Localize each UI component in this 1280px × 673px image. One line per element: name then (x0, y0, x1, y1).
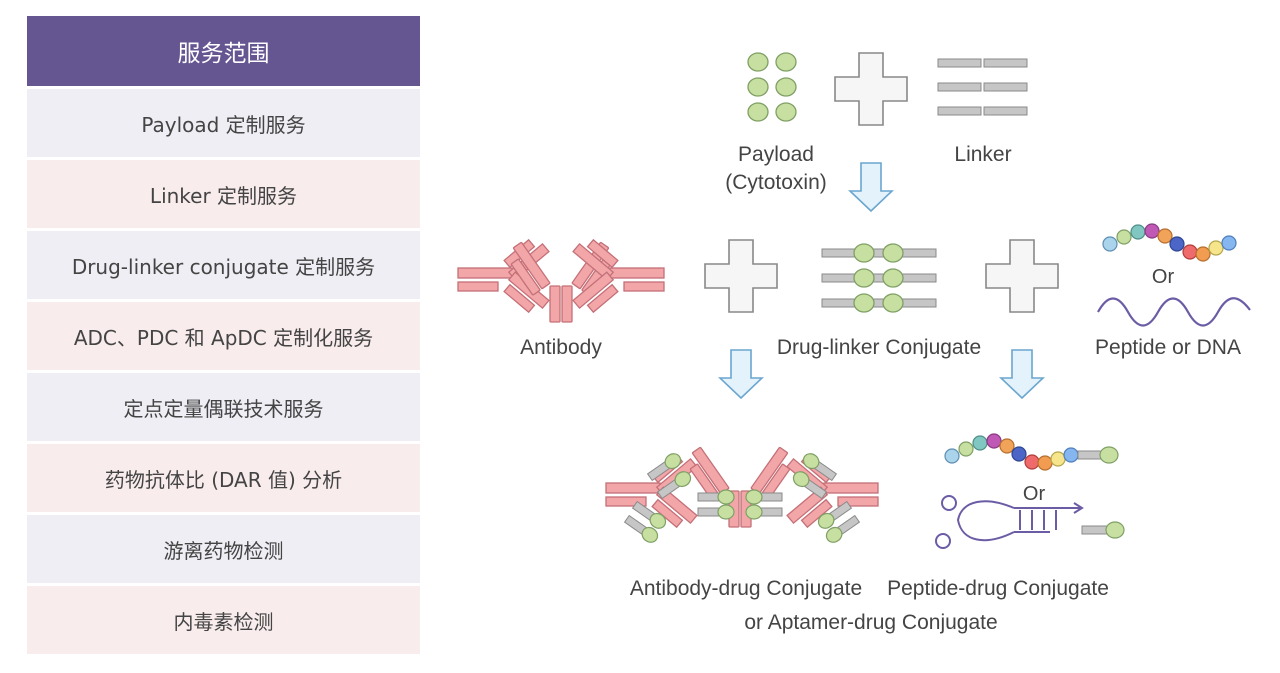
antibody-label: Antibody (520, 336, 602, 359)
payload-dot (775, 77, 797, 97)
payload-sublabel: (Cytotoxin) (725, 171, 827, 194)
payload-dot (747, 52, 769, 72)
payload-dot (775, 102, 797, 122)
peptide-chain-icon (1102, 223, 1237, 262)
service-item-dar-analysis[interactable]: 药物抗体比 (DAR 值) 分析 (27, 444, 420, 512)
service-item-adc-pdc-apdc[interactable]: ADC、PDC 和 ApDC 定制化服务 (27, 302, 420, 370)
plus-icon (834, 52, 908, 126)
plus-icon (985, 239, 1059, 313)
down-arrow-icon (1000, 349, 1044, 399)
peptide-chain-icon (944, 433, 1119, 471)
service-item-site-specific-conjugation[interactable]: 定点定量偶联技术服务 (27, 373, 420, 441)
linker-bar-icon (983, 82, 1028, 92)
linker-bar-icon (983, 106, 1028, 116)
service-item-drug-linker[interactable]: Drug-linker conjugate 定制服务 (27, 231, 420, 299)
payload-dot (775, 52, 797, 72)
service-item-linker[interactable]: Linker 定制服务 (27, 160, 420, 228)
service-item-endotoxin-detection[interactable]: 内毒素检测 (27, 586, 420, 654)
linker-label: Linker (954, 143, 1011, 166)
payload-dot (747, 102, 769, 122)
drug-linker-icon (745, 504, 783, 520)
drug-linker-icon (697, 504, 735, 520)
or-bottom-label: Or (1023, 483, 1046, 505)
drug-linker-cluster (821, 243, 937, 313)
service-item-payload[interactable]: Payload 定制服务 (27, 89, 420, 157)
apdc-label: or Aptamer-drug Conjugate (744, 611, 997, 634)
linker-bar-icon (983, 58, 1028, 68)
aptamer-hairpin-icon (935, 495, 1125, 549)
payload-cluster (747, 52, 797, 122)
payload-dot (747, 77, 769, 97)
service-list: Payload 定制服务 Linker 定制服务 Drug-linker con… (27, 89, 420, 654)
payload-label: Payload (738, 143, 814, 166)
drug-linker-label: Drug-linker Conjugate (777, 336, 981, 359)
conjugation-diagram: Payload (Cytotoxin) Linker (457, 52, 1251, 634)
peptide-dna-label: Peptide or DNA (1095, 336, 1241, 359)
service-scope-panel: 服务范围 Payload 定制服务 Linker 定制服务 Drug-linke… (27, 16, 420, 654)
linker-bar-icon (937, 82, 982, 92)
service-scope-header: 服务范围 (27, 16, 420, 86)
plus-icon (704, 239, 778, 313)
antibody-group (457, 238, 665, 323)
or-top-label: Or (1152, 266, 1175, 288)
linker-cluster (937, 58, 1028, 116)
service-item-free-drug-detection[interactable]: 游离药物检测 (27, 515, 420, 583)
antibody-icon (572, 238, 665, 314)
down-arrow-icon (719, 349, 763, 399)
linker-bar-icon (937, 58, 982, 68)
adc-group (605, 446, 879, 546)
linker-bar-icon (937, 106, 982, 116)
pdc-label: Peptide-drug Conjugate (887, 577, 1109, 600)
adc-label: Antibody-drug Conjugate (630, 577, 862, 600)
down-arrow-icon (849, 162, 893, 212)
dna-wave-icon (1097, 297, 1251, 327)
